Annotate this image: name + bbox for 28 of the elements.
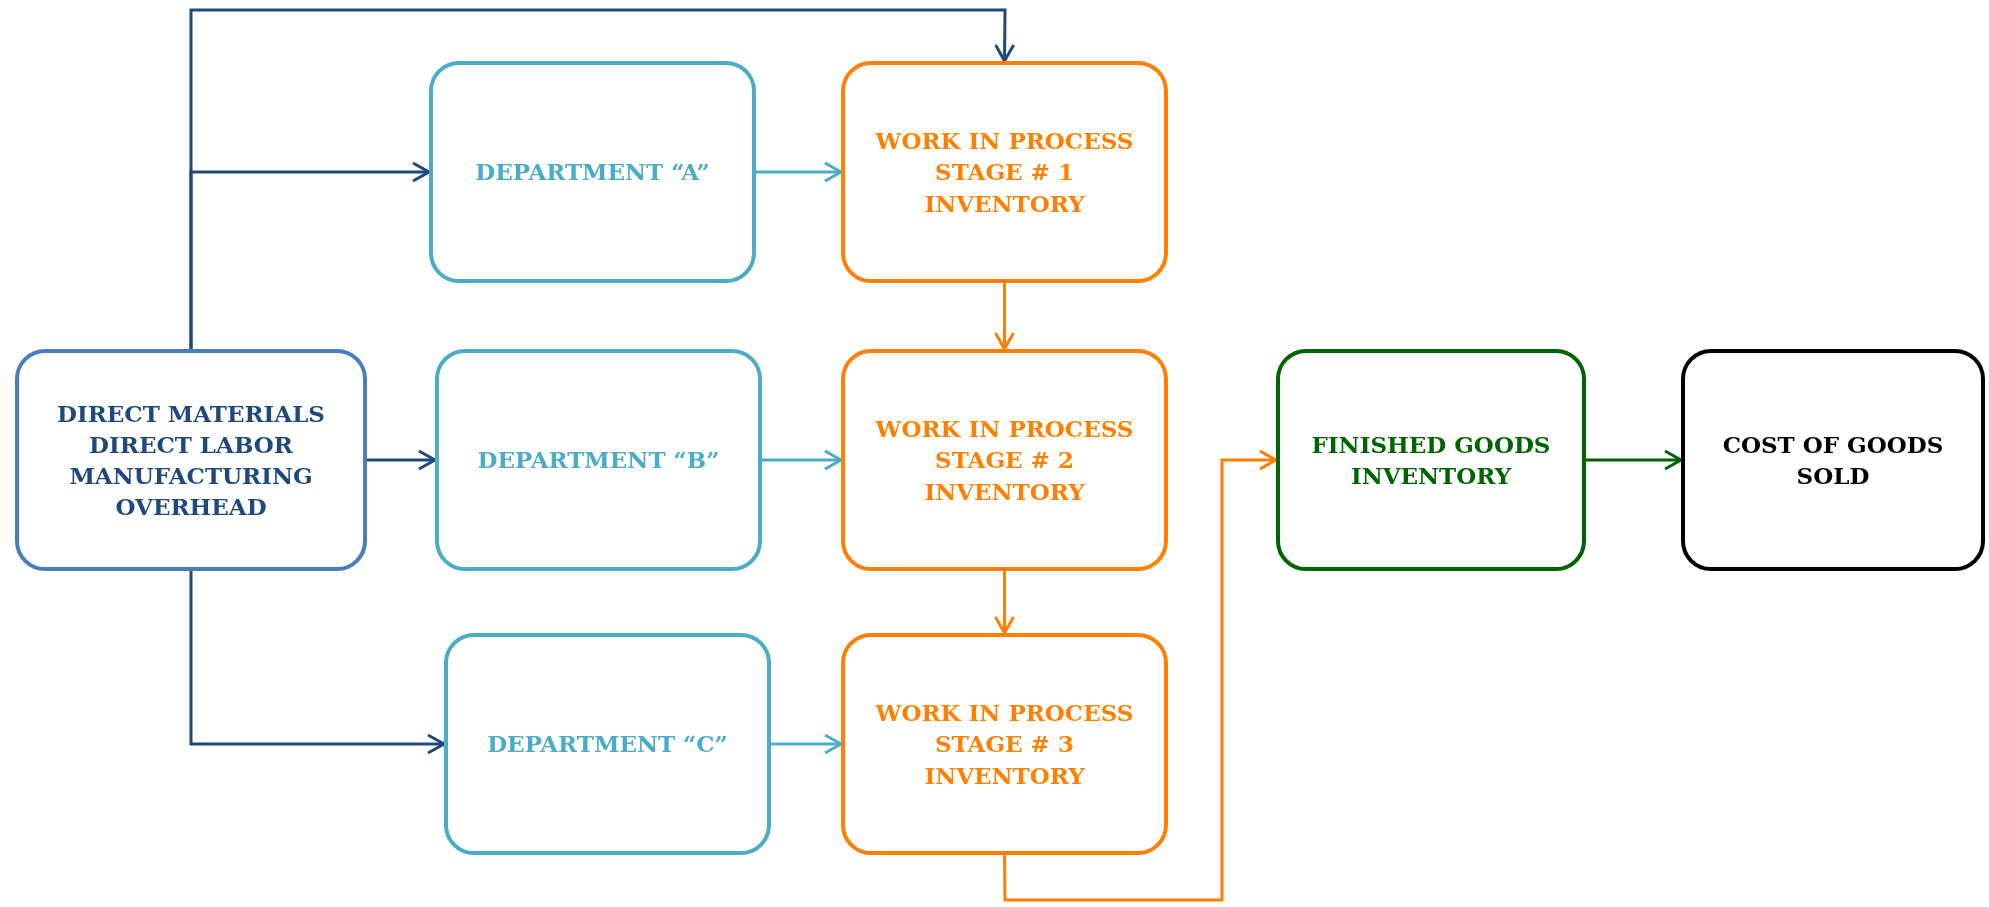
node-label: DEPARTMENT “A” — [475, 157, 710, 188]
arrow — [1003, 449, 1278, 902]
department-box — [435, 349, 762, 571]
node-label: WORK IN PROCESS STAGE # 2 INVENTORY — [874, 414, 1135, 507]
node-label: DEPARTMENT “B” — [477, 445, 720, 476]
department-box — [429, 61, 756, 283]
department-box — [444, 633, 771, 855]
inventory-box — [841, 61, 1168, 283]
arrow — [771, 733, 843, 755]
inventory-box — [841, 633, 1168, 855]
node-label: WORK IN PROCESS STAGE # 1 INVENTORY — [874, 126, 1135, 219]
arrow — [756, 161, 843, 183]
node-label: COST OF GOODS SOLD — [1721, 429, 1945, 491]
inventory-box — [1276, 349, 1586, 571]
cost-input-box — [15, 349, 367, 571]
arrow — [994, 571, 1015, 635]
arrow — [189, 161, 431, 349]
inventory-box — [841, 349, 1168, 571]
node-label: DIRECT MATERIALS DIRECT LABOR MANUFACTURING OVERHEAD — [56, 398, 326, 523]
arrow — [994, 283, 1015, 351]
node-label: WORK IN PROCESS STAGE # 3 INVENTORY — [874, 698, 1135, 791]
node-label: DEPARTMENT “C” — [487, 729, 728, 760]
arrow — [762, 449, 843, 471]
node-label: FINISHED GOODS INVENTORY — [1310, 429, 1552, 491]
arrow — [189, 571, 446, 755]
cost-box — [1681, 349, 1985, 571]
arrow — [1586, 449, 1683, 471]
arrow — [367, 449, 437, 471]
